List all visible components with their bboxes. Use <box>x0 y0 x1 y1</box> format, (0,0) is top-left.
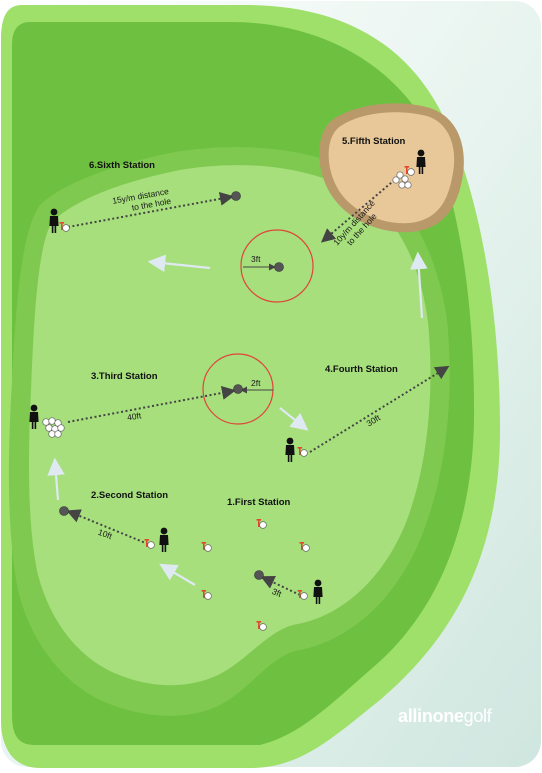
dist-first: 3ft <box>271 586 284 599</box>
hole-sixth <box>231 191 241 201</box>
holes <box>59 191 284 580</box>
hole-third <box>233 384 243 394</box>
target-circle-third <box>202 353 274 425</box>
flow-arrows <box>47 251 428 586</box>
ball-cluster-fifth-icon <box>392 171 412 189</box>
dist-second: 10ft <box>97 527 114 541</box>
dist-third-circle: 2ft <box>251 378 261 388</box>
dist-third: 40ft <box>126 410 142 422</box>
dist-top-circle: 3ft <box>251 254 261 264</box>
brand-logo: allinonegolf <box>398 706 493 726</box>
ball-cluster-third-icon <box>42 417 65 438</box>
brand-logo-light: golf <box>464 706 493 726</box>
short-putt-lines <box>240 263 276 394</box>
hole-top-circle <box>274 262 284 272</box>
brand-logo-bold: allinone <box>398 706 464 726</box>
putting-green <box>28 165 431 686</box>
bunker-sand <box>328 112 455 224</box>
hole-first <box>254 570 264 580</box>
label-second-station: 2.Second Station <box>91 490 168 501</box>
distance-lines <box>66 176 450 596</box>
target-circle-top <box>240 229 314 303</box>
label-sixth-station: 6.Sixth Station <box>89 160 155 171</box>
label-first-station: 1.First Station <box>227 497 291 508</box>
label-third-station: 3.Third Station <box>91 371 158 382</box>
label-fourth-station: 4.Fourth Station <box>325 364 398 375</box>
hole-second <box>59 506 69 516</box>
label-fifth-station: 5.Fifth Station <box>342 136 406 147</box>
